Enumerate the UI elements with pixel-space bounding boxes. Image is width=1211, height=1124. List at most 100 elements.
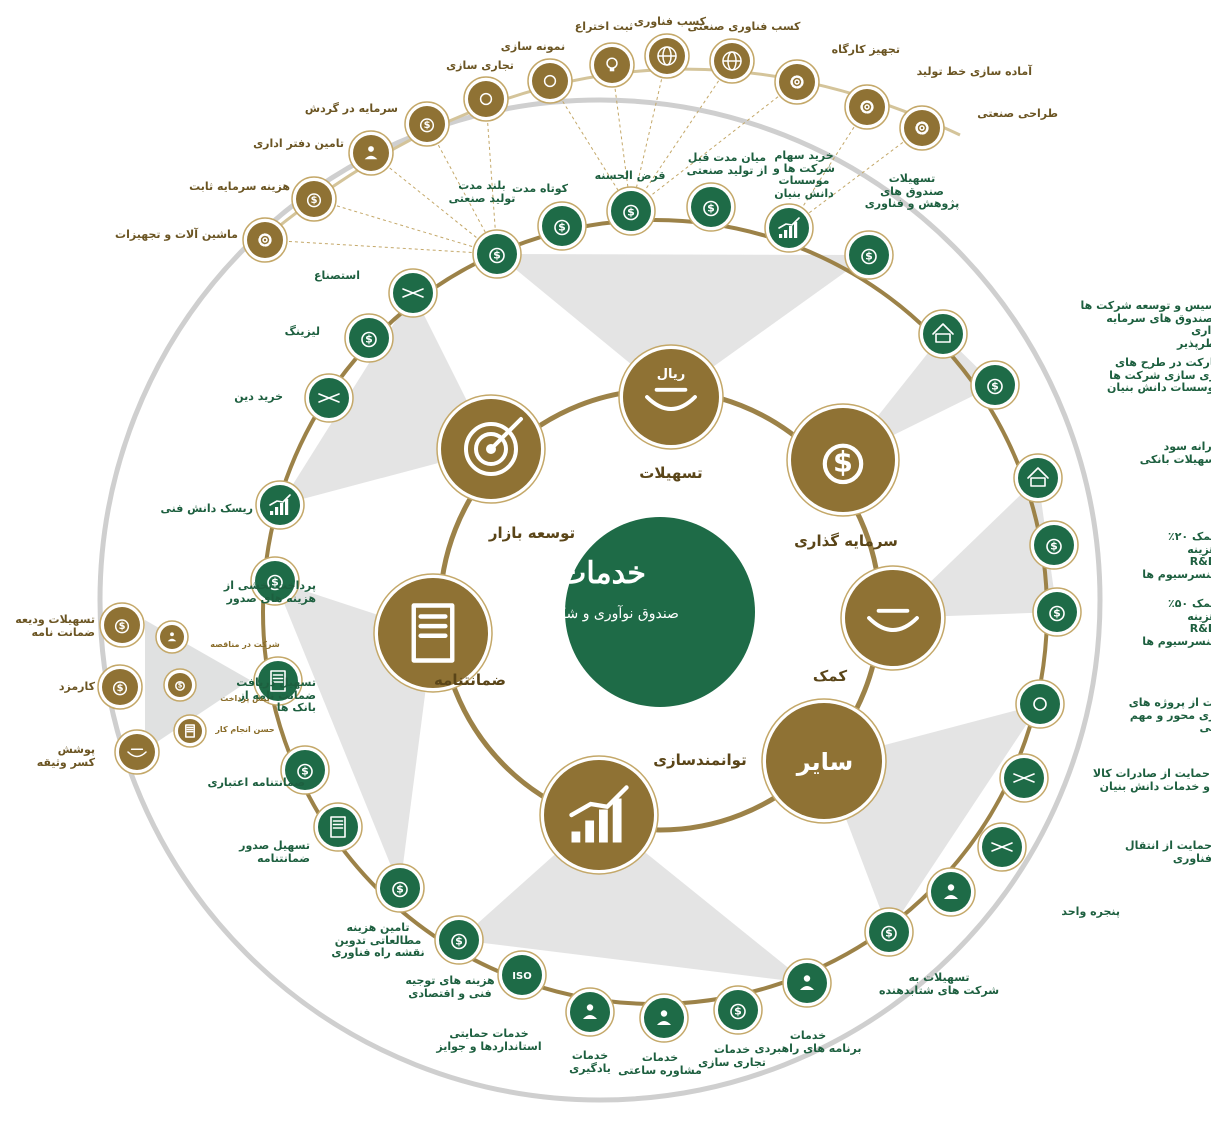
ring-item-7: $ — [970, 360, 1020, 410]
ring-item-1: $ — [537, 201, 587, 251]
ring-item-label-11: حمایت از پروژه های فناوری محور و مهم است… — [1128, 696, 1211, 735]
gear-money-icon: $ — [451, 933, 467, 950]
ring-item-label-21: هزینه های توجیه فنی و اقتصادی — [405, 974, 495, 1000]
svg-text:$: $ — [833, 445, 853, 479]
ring-item-label-23: تسهیل صدور ضمانتنامه — [239, 839, 310, 865]
export-icon — [1013, 773, 1035, 783]
svg-text:ISO: ISO — [512, 971, 531, 982]
ring-item-label-17: خدمات تجاری سازی — [698, 1043, 766, 1069]
guarantee-item-0: $ — [99, 602, 145, 648]
person-tender-icon — [167, 632, 177, 642]
ring-item-25 — [253, 656, 303, 706]
svg-text:$: $ — [301, 765, 309, 778]
origami-bird-icon — [543, 74, 557, 88]
teacher-board-icon — [583, 1004, 597, 1019]
ring-item-label-8: یارانه سود تسهیلات بانکی — [1139, 440, 1211, 466]
svg-text:$: $ — [707, 202, 715, 215]
top-item-label-7: کسب فناوری — [633, 15, 707, 28]
outer-ring — [97, 97, 1103, 1103]
ring-item-15: $ — [864, 907, 914, 957]
ring-item-label-2: قرض الحسنه — [594, 169, 666, 182]
ring-item-11 — [1015, 679, 1065, 729]
office-meeting-icon — [364, 146, 378, 160]
category-sayer — [761, 698, 887, 824]
ring-item-label-18: خدمات مشاوره ساعتی — [618, 1051, 702, 1077]
coin-cycle-icon: $ — [419, 118, 435, 133]
ring-item-label-24: ضمانتنامه اعتباری — [207, 776, 306, 789]
guarantee-subitem-label-2: حسن انجام کار — [215, 725, 275, 734]
top-item-label-3: سرمایه در گردش — [304, 102, 398, 115]
ring-item-4 — [764, 203, 814, 253]
ring-item-label-6: تاسیس و توسعه شرکت ها و صندوق های سرمایه… — [1080, 299, 1211, 350]
category-label-zemanat: ضمانتنامه — [433, 671, 507, 689]
guarantee-item-label-1: کارمزد — [58, 680, 95, 693]
document-check-icon — [330, 816, 346, 838]
svg-text:$: $ — [627, 206, 635, 219]
guarantee-subitem-label-0: شرکت در مناقصه — [210, 640, 280, 649]
money-stack-icon: $ — [392, 881, 408, 898]
center-subtitle: صندوق نوآوری و شکوفایی — [525, 606, 679, 622]
design-tools-icon — [915, 121, 929, 135]
ring-item-13 — [977, 822, 1027, 872]
ring-item-label-7: مشارکت در طرح های تجاری سازی شرکت ها و م… — [1107, 356, 1211, 395]
center-circle — [565, 517, 755, 707]
guarantee-subitem-label-1: پیش پرداخت — [220, 694, 270, 703]
category-tashilat — [618, 344, 724, 450]
ring-item-label-20: خدمات حمایتی استانداردها و جوایز — [436, 1027, 542, 1053]
ring-item-0: $ — [472, 229, 522, 279]
guarantee-item-label-0: تسهیلات ودیعه ضمانت نامه — [15, 613, 95, 639]
hand-with-rial-icon — [645, 387, 697, 411]
category-label-sarmaye: سرمایه گذاری — [794, 532, 898, 550]
category-label-tavanmand: توانمندسازی — [653, 751, 747, 769]
top-item-8 — [709, 38, 755, 84]
ring-item-label-25: تسهیل دریافت ضمانت نامه از بانک ها — [236, 676, 316, 715]
top-item-9 — [774, 59, 820, 105]
ring-item-label-14: پنجره واحد — [1061, 905, 1120, 918]
house-money-icon: $ — [861, 248, 877, 265]
money-bag-coin-icon: $ — [1049, 605, 1065, 622]
top-item-label-11: طراحی صنعتی — [977, 107, 1058, 120]
certificate-icon — [411, 603, 455, 663]
category-zemanat — [373, 573, 493, 693]
svg-text:$: $ — [734, 1005, 742, 1018]
svg-text:$: $ — [311, 195, 318, 206]
rial-icon-text: ریال — [657, 367, 686, 382]
money-bags-icon: $ — [822, 443, 864, 485]
ring-item-label-26: پرداخت بخشی از هزینه های صدور — [223, 579, 316, 605]
hand-coin-icon: $ — [361, 331, 377, 348]
svg-text:$: $ — [396, 883, 404, 896]
guarantee-item-label-2: پوشش کسر وثیقه — [36, 743, 95, 769]
iso-icon: ISO — [512, 971, 531, 982]
ring-item-29: $ — [344, 313, 394, 363]
svg-text:$: $ — [991, 380, 999, 393]
ring-item-label-27: ریسک دانش فنی — [160, 502, 254, 515]
coins-stack-icon: $ — [175, 680, 185, 691]
ring-item-6 — [918, 309, 968, 359]
ring-item-18 — [639, 993, 689, 1043]
money-bags-icon: $ — [306, 193, 322, 208]
ring-item-label-10: کمک ۵۰٪ هزینه R&D کنسرسیوم ها — [1142, 597, 1211, 648]
ring-item-label-12: حمایت از صادرات کالا و خدمات دانش بنیان — [1092, 767, 1210, 793]
growth-chart-icon — [569, 785, 629, 843]
handshake-icon — [867, 608, 919, 632]
category-bazar — [436, 394, 546, 504]
ring-item-24: $ — [280, 745, 330, 795]
umbrella-icon — [1027, 467, 1049, 487]
ring-item-label-9: کمک ۲۰٪ هزینه R&D کنسرسیوم ها — [1142, 530, 1211, 581]
workshop-tools-icon — [790, 75, 804, 89]
ring-item-label-1: کوتاه مدت — [511, 182, 569, 195]
ring-item-label-22: تامین هزینه مطالعاتی تدوین نقشه راه فناو… — [331, 921, 425, 960]
ring-item-17: $ — [713, 985, 763, 1035]
svg-text:$: $ — [455, 935, 463, 948]
top-item-11 — [899, 105, 945, 151]
guarantee-item-1: $ — [97, 664, 143, 710]
shuffle-icon — [318, 393, 340, 403]
ring-item-2: $ — [606, 186, 656, 236]
coin-arrow-icon: $ — [554, 219, 570, 236]
top-item-label-2: تامین دفتر اداری — [253, 137, 344, 150]
gift-recycle-icon — [402, 288, 424, 298]
svg-text:$: $ — [119, 621, 126, 632]
team-icon — [800, 975, 814, 990]
